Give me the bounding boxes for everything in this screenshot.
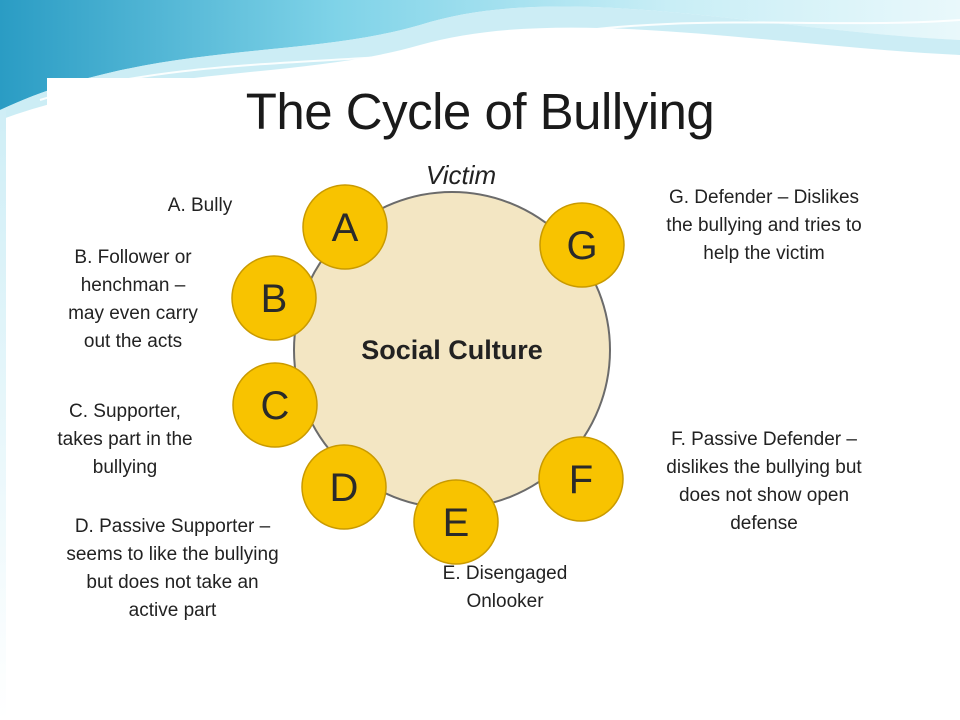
role-b-follower: B. Follower or henchman – may even carry… (68, 247, 198, 352)
node-e: E (413, 479, 499, 565)
node-a-letter: A (332, 206, 359, 250)
node-b-circle (231, 255, 317, 341)
victim-label: Victim (426, 160, 496, 190)
node-f: F (538, 436, 624, 522)
role-f-passive-defender: F. Passive Defender – dislikes the bully… (666, 429, 862, 534)
node-b: B (231, 255, 317, 341)
page-title: The Cycle of Bullying (245, 83, 715, 140)
social-culture-label: Social Culture (361, 335, 543, 365)
role-a-bully: A. Bully (167, 195, 233, 216)
node-d-letter: D (330, 466, 359, 510)
node-a: A (302, 184, 388, 270)
top-wave (0, 0, 960, 110)
node-c-circle (232, 362, 318, 448)
role-c-supporter: C. Supporter, takes part in the bullying (57, 401, 193, 478)
node-e-circle (413, 479, 499, 565)
node-e-letter: E (443, 501, 470, 545)
node-a-circle (302, 184, 388, 270)
role-e-disengaged-onlooker: E. Disengaged Onlooker (442, 563, 568, 612)
node-f-circle (538, 436, 624, 522)
node-d: D (301, 444, 387, 530)
node-d-circle (301, 444, 387, 530)
node-b-letter: B (261, 277, 288, 321)
node-g-circle (539, 202, 625, 288)
node-c: C (232, 362, 318, 448)
top-wave-light (0, 6, 960, 120)
node-f-letter: F (569, 458, 593, 502)
role-d-passive-supporter: D. Passive Supporter – seems to like the… (66, 516, 279, 621)
node-g: G (539, 202, 625, 288)
role-g-defender: G. Defender – Dislikes the bullying and … (666, 187, 862, 264)
node-g-letter: G (566, 224, 597, 268)
node-c-letter: C (261, 384, 290, 428)
left-edge (0, 110, 6, 720)
top-wave-line (39, 19, 960, 101)
